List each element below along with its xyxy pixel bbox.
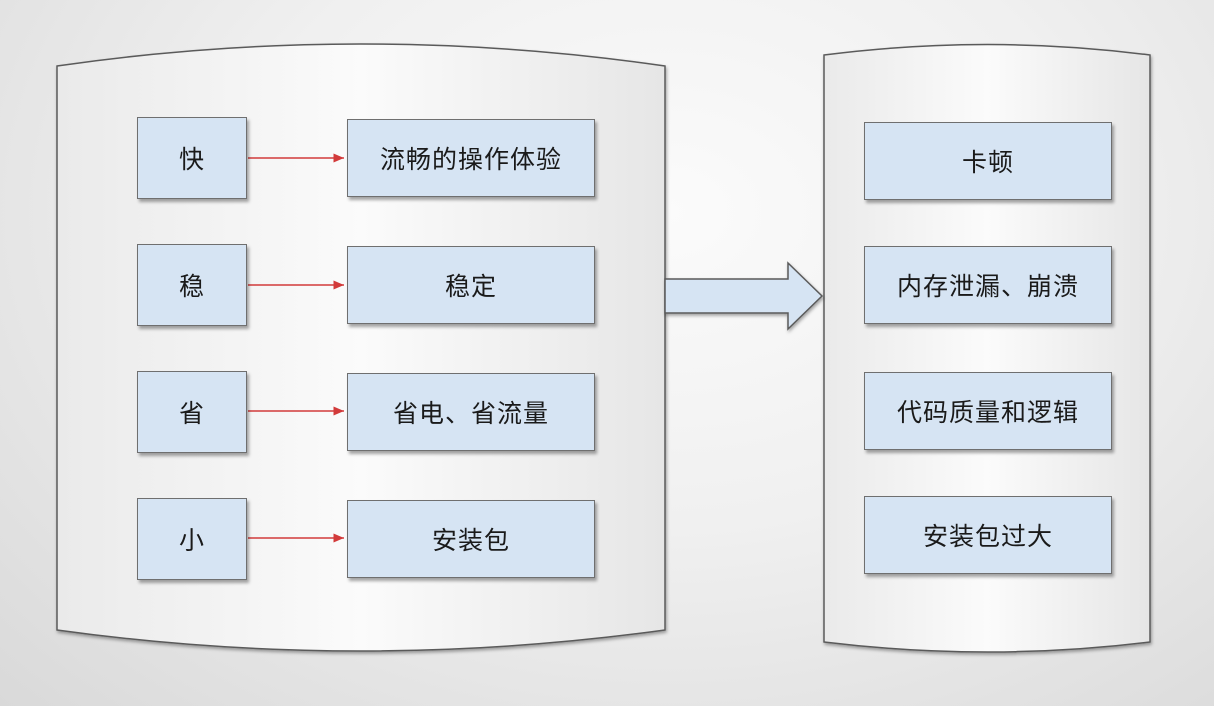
problem-box-memory-crash: 内存泄漏、崩溃: [864, 246, 1112, 324]
key-box-fast: 快: [137, 117, 247, 199]
value-box-stability: 稳定: [347, 246, 595, 324]
value-box-power-data: 省电、省流量: [347, 373, 595, 451]
transition-arrow: [664, 261, 824, 331]
problem-box-large-package: 安装包过大: [864, 496, 1112, 574]
value-box-smooth-experience: 流畅的操作体验: [347, 119, 595, 197]
problem-box-lag: 卡顿: [864, 122, 1112, 200]
key-box-saving: 省: [137, 371, 247, 453]
key-box-small: 小: [137, 498, 247, 580]
key-box-stable: 稳: [137, 244, 247, 326]
value-box-package: 安装包: [347, 500, 595, 578]
problem-box-code-quality: 代码质量和逻辑: [864, 372, 1112, 450]
